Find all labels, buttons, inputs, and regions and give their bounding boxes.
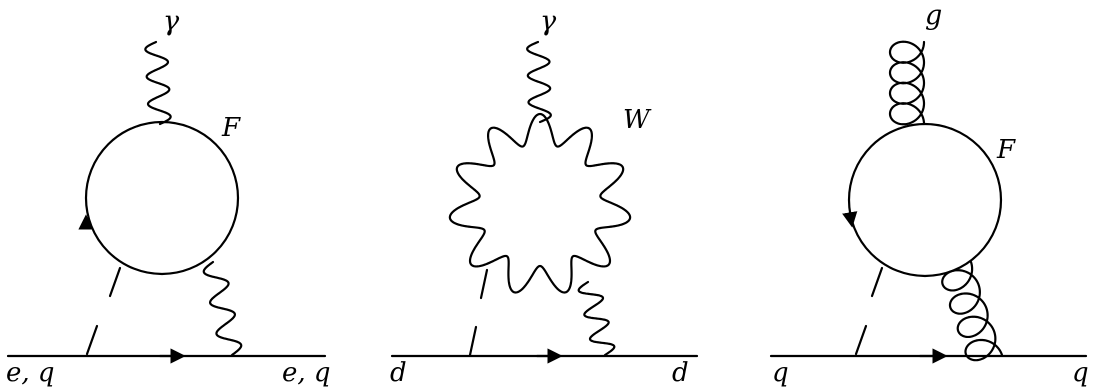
higgs-dash-upper (479, 268, 489, 300)
loop-direction-arrow (842, 211, 858, 228)
internal-photon-line (577, 280, 616, 357)
incoming-fermion-label: q (772, 358, 789, 387)
fermion-loop (847, 122, 1003, 278)
external-photon-line (144, 40, 172, 126)
external-photon-line (526, 40, 552, 124)
diagram-2: γ W d d (390, 6, 699, 387)
higgs-dash-lower (468, 325, 478, 357)
higgs-dash-lower (85, 324, 99, 356)
incoming-fermion-label: e, q (6, 358, 55, 387)
diagram-3: g F q q (769, 0, 1089, 387)
internal-photon-line (202, 260, 243, 357)
w-boson-loop (448, 112, 632, 294)
internal-gluon-line (941, 260, 1004, 362)
incoming-fermion-label: d (390, 358, 407, 387)
gluon-label: g (925, 0, 942, 31)
external-gluon-line (888, 40, 926, 126)
loop-particle-label: W (623, 105, 652, 135)
loop-particle-label: F (221, 113, 241, 143)
higgs-dash-lower (854, 324, 868, 356)
photon-label: γ (540, 6, 557, 37)
photon-label: γ (163, 6, 180, 37)
loop-particle-label: F (996, 135, 1016, 165)
outgoing-fermion-label: e, q (282, 358, 331, 387)
higgs-dash-upper (108, 266, 122, 298)
fermion-loop (84, 120, 240, 276)
higgs-dash-upper (870, 266, 884, 298)
outgoing-fermion-label: d (672, 358, 689, 387)
diagram-1: γ F e, q e, q (6, 6, 331, 387)
outgoing-fermion-label: q (1072, 358, 1089, 387)
